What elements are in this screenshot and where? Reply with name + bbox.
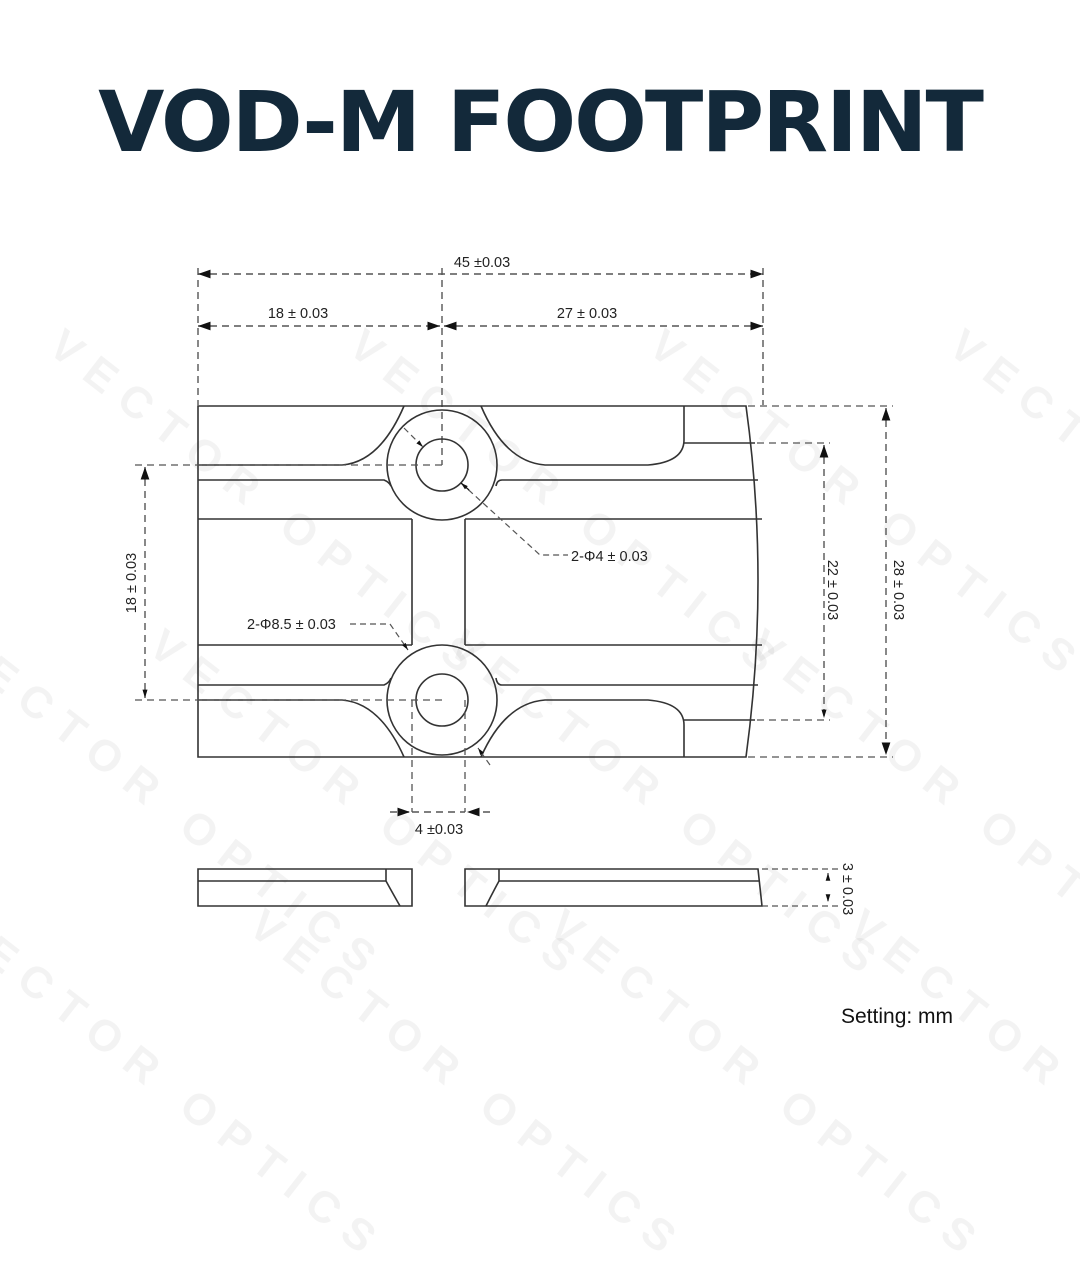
- dim-inner-width: 22 ± 0.03: [824, 560, 840, 620]
- plate-top-view: [197, 405, 762, 758]
- plate-side-view: [197, 868, 763, 907]
- dim-overall-width: 28 ± 0.03: [890, 560, 906, 620]
- unit-note: Setting: mm: [841, 1005, 954, 1028]
- dim-overall-length: 45 ±0.03: [454, 255, 510, 271]
- top-dimensions: [197, 268, 764, 465]
- dim-web-width: 4 ±0.03: [415, 822, 463, 838]
- dim-left-to-hole: 18 ± 0.03: [268, 306, 328, 322]
- dim-boss-diameter: 2-Φ8.5 ± 0.03: [247, 617, 336, 633]
- dim-thickness: 3 ± 0.03: [839, 863, 855, 915]
- dim-hole-spacing: 18 ± 0.03: [124, 553, 140, 613]
- dim-hole-diameter: 2-Φ4 ± 0.03: [571, 549, 648, 565]
- page-title: VOD-M FOOTPRINT: [98, 73, 984, 171]
- footprint-drawing: 45 ±0.03 18 ± 0.03 27 ± 0.03: [124, 255, 906, 915]
- dim-hole-to-right: 27 ± 0.03: [557, 306, 617, 322]
